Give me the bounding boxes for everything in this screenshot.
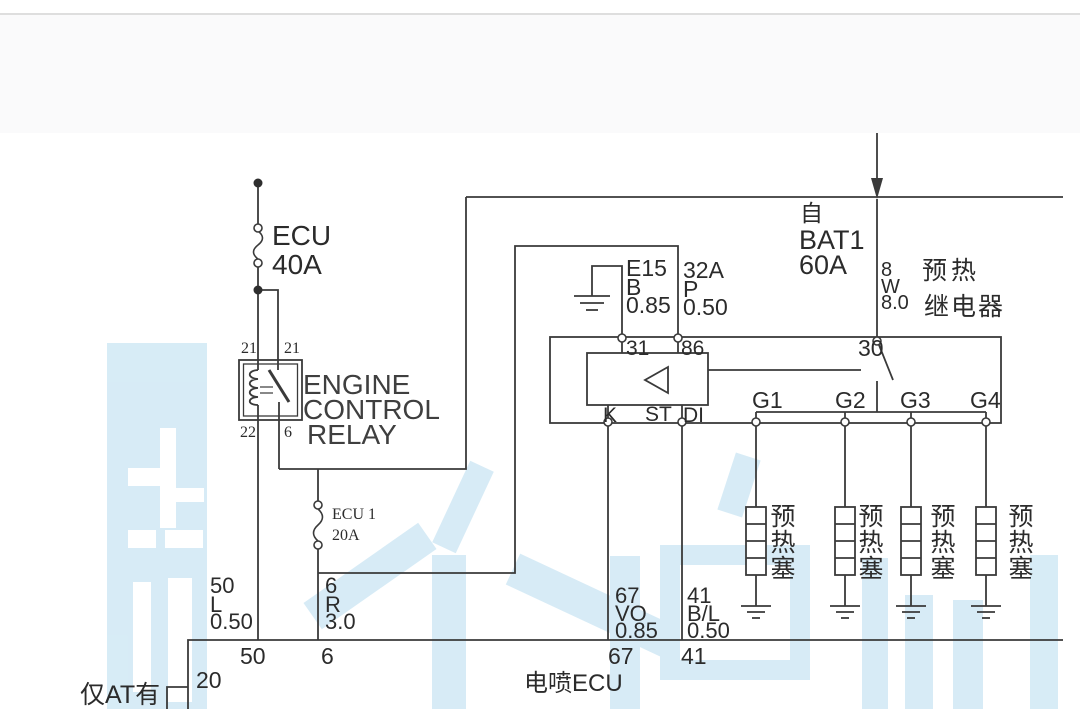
glow-relay-pin-30: 30 — [858, 335, 884, 361]
top-divider — [0, 13, 1080, 15]
relay-contact-icon — [267, 369, 291, 403]
battery-wire-size: 8.0 — [881, 292, 909, 314]
wire-50-num: 50 — [210, 573, 235, 598]
battery-rating: 60A — [799, 250, 848, 280]
watermark-shape — [862, 558, 888, 709]
engine-control-relay-symbol — [238, 359, 303, 421]
junction-dots — [253, 178, 263, 295]
glow-output-g3: G3 — [900, 387, 931, 413]
fuse-ecu-40a-icon — [252, 230, 264, 260]
engine-relay-pin-21-left: 21 — [241, 340, 257, 357]
ground-wire-color: B — [626, 274, 642, 300]
battery-from-label: 自 — [800, 200, 823, 226]
watermark-cutout — [165, 530, 203, 548]
wiring — [166, 133, 1063, 709]
watermark-cutout — [128, 530, 156, 548]
wire-6-color: R — [325, 592, 341, 617]
watermark-shape — [1030, 555, 1058, 709]
ecu-pin-20: 20 — [196, 667, 222, 693]
glow-relay-label-1: 预热 — [922, 257, 981, 285]
glow-relay-pin-st: ST — [645, 403, 672, 426]
battery-wire-pin: 8 — [881, 259, 893, 281]
glow-relay-pin-31: 31 — [626, 337, 650, 360]
glow-output-g2: G2 — [835, 387, 866, 413]
wire-6-size: 3.0 — [325, 609, 356, 634]
wire-67-color: VO — [615, 601, 647, 626]
engine-relay-pin-21-right: 21 — [284, 340, 300, 357]
amplifier-triangle-icon — [643, 365, 669, 395]
engine-relay-title-3: RELAY — [307, 419, 397, 450]
glow-plug-label-3: 预热塞 — [927, 503, 955, 581]
battery-name: BAT1 — [799, 225, 865, 255]
glow-plug-icons — [745, 506, 997, 576]
ecu-title: 电喷ECU — [524, 670, 623, 697]
watermark-cutout — [160, 428, 176, 528]
sub-fuse-name: ECU 1 — [332, 506, 376, 523]
glow-relay-symbol — [549, 336, 1002, 424]
power-arrow-icon — [871, 178, 883, 199]
relay-coil-icon — [248, 369, 259, 406]
watermark-shape — [610, 556, 640, 709]
at-only-note: 仅AT有 — [80, 681, 161, 709]
wire-41-size: 0.50 — [687, 618, 730, 643]
wire-6-num: 6 — [325, 573, 338, 598]
wire-50-color: L — [210, 592, 223, 617]
ecu-pin-67: 67 — [608, 643, 634, 669]
fuse-ecu1-20a-icon — [312, 508, 324, 542]
ecu-pin-41: 41 — [681, 643, 707, 669]
engine-relay-title-2: CONTROL — [303, 394, 440, 425]
main-fuse-rating: 40A — [272, 249, 322, 280]
coil-wire-size: 0.50 — [683, 294, 728, 320]
battery-wire-color: W — [881, 276, 900, 298]
watermark-shape — [905, 595, 933, 709]
glow-relay-pin-di: DI — [683, 404, 704, 427]
watermark-cutout — [170, 488, 204, 502]
glow-plug-label-1: 预热塞 — [767, 503, 795, 581]
engine-relay-pin-6: 6 — [284, 424, 292, 441]
ecu-pin-6: 6 — [321, 643, 334, 669]
ecu-pin-50: 50 — [240, 643, 266, 669]
watermark-shape — [953, 600, 983, 709]
glow-relay-label-2: 继电器 — [924, 293, 1006, 321]
ground-wire-pin: E15 — [626, 255, 667, 281]
terminal-circles — [253, 223, 991, 550]
wire-67-size: 0.85 — [615, 618, 658, 643]
wire-41-num: 41 — [687, 583, 712, 608]
fuse-symbols — [252, 230, 324, 542]
glow-plug-label-2: 预热塞 — [855, 503, 883, 581]
engine-relay-pin-22: 22 — [240, 424, 256, 441]
wire-50-size: 0.50 — [210, 609, 253, 634]
glow-output-g4: G4 — [970, 387, 1001, 413]
glow-plug-label-4: 预热塞 — [1005, 503, 1033, 581]
coil-wire-pin: 32A — [683, 257, 724, 283]
sub-fuse-rating: 20A — [332, 527, 360, 544]
wire-67-num: 67 — [615, 583, 640, 608]
watermark-shape — [660, 545, 810, 680]
ground-icons — [574, 295, 1001, 619]
watermark-cutout — [133, 582, 151, 692]
wire-41-color: B/L — [687, 601, 721, 626]
top-panel — [0, 15, 1080, 133]
glow-output-g1: G1 — [752, 387, 783, 413]
glow-relay-pin-86: 86 — [681, 337, 705, 360]
coil-wire-color: P — [683, 276, 699, 302]
watermark-shape — [432, 555, 466, 709]
ground-wire-size: 0.85 — [626, 292, 671, 318]
main-fuse-name: ECU — [272, 220, 332, 251]
engine-relay-title-1: ENGINE — [303, 369, 411, 400]
glow-relay-pin-k: K — [603, 404, 618, 427]
